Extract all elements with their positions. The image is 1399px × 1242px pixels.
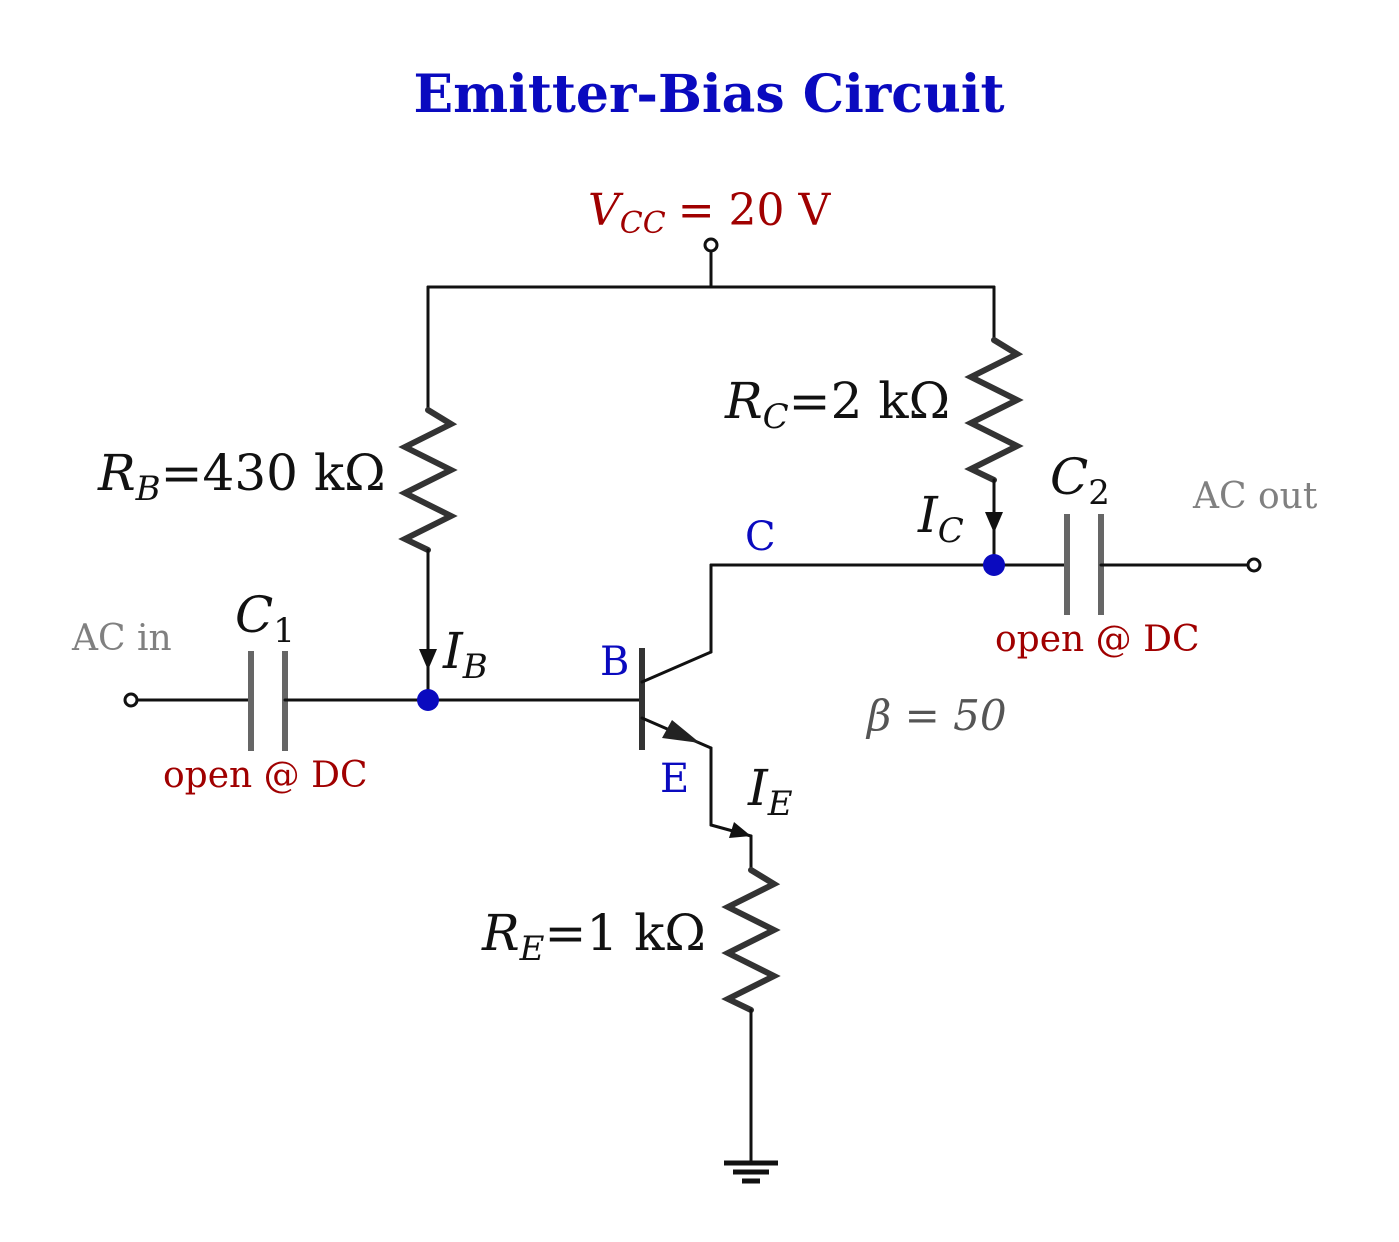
- c1-label: C1: [235, 586, 295, 651]
- ac-out-label: AC out: [1192, 476, 1318, 517]
- beta-label: β = 50: [865, 691, 1007, 740]
- transistor-collector-lead: [640, 650, 713, 684]
- rb-resistor[interactable]: [398, 407, 458, 553]
- re-resistor[interactable]: [721, 867, 781, 1013]
- page-title: Emitter-Bias Circuit: [413, 64, 1004, 125]
- c2-note: open @ DC: [995, 619, 1200, 660]
- ib-label: IB: [442, 622, 488, 687]
- ac-in-terminal[interactable]: [123, 692, 139, 708]
- ac-out-terminal[interactable]: [1246, 557, 1262, 573]
- re-label: RE=1 kΩ: [481, 904, 706, 969]
- collector-label: C: [745, 514, 776, 560]
- vcc-terminal[interactable]: [703, 237, 719, 253]
- c2-label: C2: [1050, 448, 1110, 513]
- ie-arrow: [729, 822, 751, 838]
- base-label: B: [600, 639, 629, 685]
- rc-resistor[interactable]: [964, 337, 1024, 483]
- vcc-label: VCC= 20 V: [588, 185, 832, 241]
- rc-label: RC=2 kΩ: [724, 372, 950, 437]
- c1-note: open @ DC: [163, 755, 368, 796]
- emitter-arrow: [662, 720, 700, 743]
- ground-icon: [724, 1160, 778, 1184]
- ie-label: IE: [747, 759, 793, 824]
- base-node: [417, 689, 439, 711]
- rb-label: RB=430 kΩ: [97, 444, 386, 509]
- ac-in-label: AC in: [71, 618, 172, 659]
- emitter-label: E: [660, 756, 689, 802]
- ic-arrow: [985, 512, 1003, 533]
- ic-label: IC: [917, 486, 964, 551]
- ib-arrow: [419, 649, 437, 670]
- collector-node: [983, 554, 1005, 576]
